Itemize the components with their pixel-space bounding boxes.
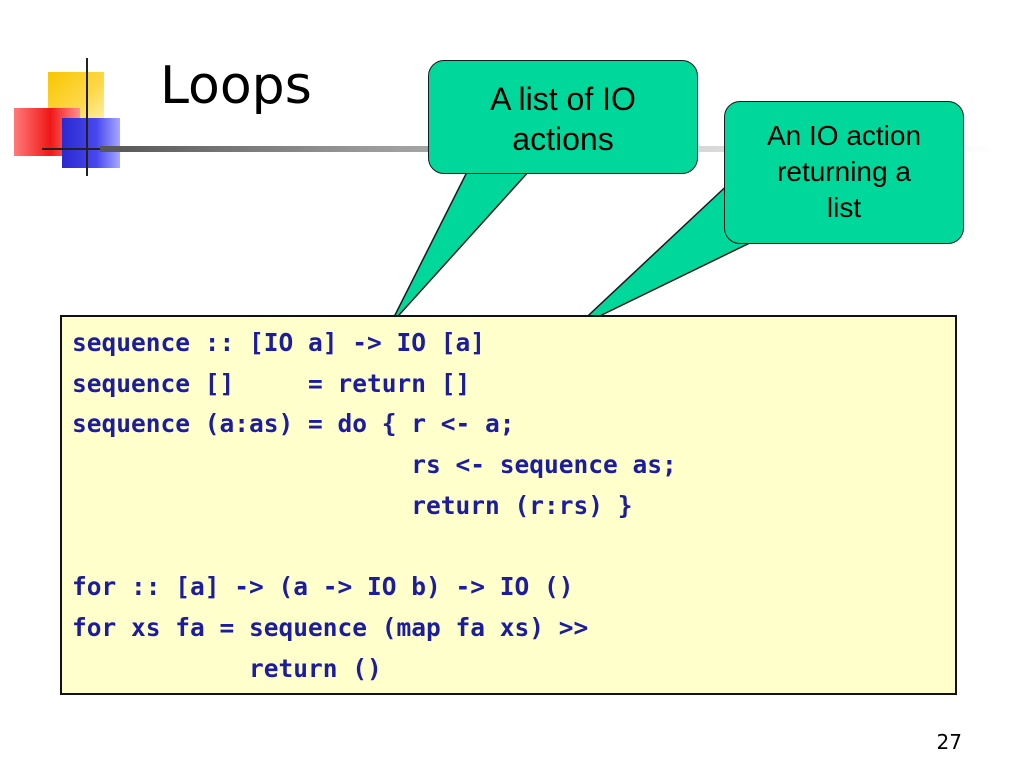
callout-text-line: An IO action <box>766 120 922 151</box>
logo-blue-square <box>62 118 120 168</box>
code-line: return () <box>72 653 382 683</box>
callout-list-of-io-actions: A list of IO actions <box>428 60 698 174</box>
code-line: for xs fa = sequence (map fa xs) >> <box>72 612 589 642</box>
code-line: sequence :: [IO a] -> IO [a] <box>72 328 486 357</box>
page-number: 27 <box>936 730 962 754</box>
callout-io-action-returning-list: An IO action returning a list <box>724 101 964 244</box>
code-listing: sequence :: [IO a] -> IO [a]sequence [] … <box>72 323 677 689</box>
code-line: return (r:rs) } <box>72 490 633 520</box>
code-block: sequence :: [IO a] -> IO [a]sequence [] … <box>60 315 957 695</box>
callout-text-line: list <box>826 192 862 223</box>
slide-title: Loops <box>160 56 312 116</box>
callout-pointer-list <box>389 169 532 326</box>
code-line <box>72 527 677 568</box>
logo-vertical-line <box>86 58 88 176</box>
callout-text-line: A list of IO <box>490 81 636 117</box>
code-line: sequence (a:as) = do { r <- a; <box>72 409 515 439</box>
callout-text-line: returning a <box>777 156 911 187</box>
code-line: sequence [] = return [] <box>72 368 471 398</box>
code-line: for :: [a] -> (a -> IO b) -> IO () <box>72 572 574 602</box>
callout-text-line: actions <box>512 121 614 157</box>
slide-logo <box>0 0 182 180</box>
code-line: rs <- sequence as; <box>72 450 677 480</box>
